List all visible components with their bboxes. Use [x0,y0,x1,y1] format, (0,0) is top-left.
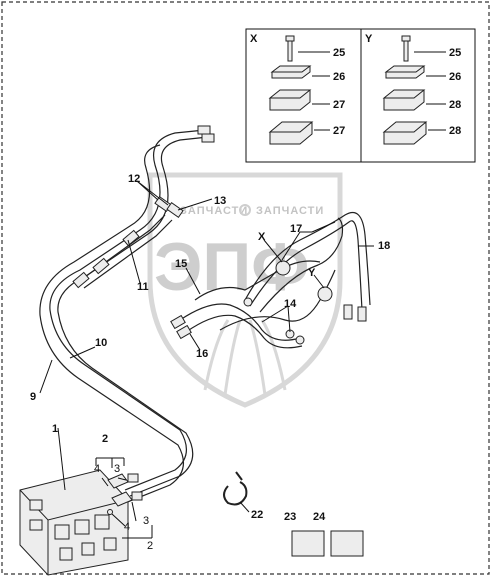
inset-panel: X Y 25 26 27 27 25 26 28 28 [245,28,476,163]
callout-16: 16 [196,348,208,360]
inset-left-plate-icon [270,65,312,79]
callout-2-bottom: 2 [147,540,153,552]
inset-left-callout-3: 27 [333,99,345,111]
connector-14-b-icon [295,335,305,345]
valve-block [19,469,129,576]
callout-17: 17 [290,223,302,235]
callout-1: 1 [52,423,58,435]
fitting-top-1-icon [197,125,211,135]
inset-right-callout-3: 28 [449,99,461,111]
hose-17 [244,211,371,306]
inset-left-clamp-upper-icon [268,89,312,111]
fitting-16-b-icon [176,324,192,340]
inset-left-bolt-icon [285,35,295,62]
callout-23: 23 [284,511,296,523]
seal-ring-icon [107,509,113,515]
nut-upper-icon [127,473,139,483]
connector-15-icon [243,297,253,307]
callout-24: 24 [313,511,326,523]
inset-left-clamp-lower-icon [268,121,314,145]
mark-y: Y [308,267,316,279]
hoses [39,129,371,504]
callout-15: 15 [175,258,187,270]
fitting-top-2-icon [201,133,215,143]
inset-right-clamp-upper-icon [382,89,426,111]
hose-16 [185,314,303,349]
hose-9-outer [39,144,185,504]
callout-4-top: 4 [94,463,100,475]
inset-right-callout-2: 26 [449,71,461,83]
fitting-18-a-icon [343,304,353,320]
fitting-11-c-icon [72,271,90,289]
callout-18: 18 [378,240,390,252]
hose-15-b [194,260,321,301]
inset-right-callout-4: 28 [449,125,461,137]
fittings [72,125,367,345]
clamp-x-icon [275,260,291,276]
part-23-box [291,530,325,557]
callout-3-bottom: 3 [143,515,149,527]
watermark-wheat-icon [203,319,287,396]
inset-left-callout-2: 26 [333,71,345,83]
callout-4-bottom: 4 [124,521,130,533]
nut-lower-icon [131,491,143,501]
part-24-box [330,530,364,557]
hose-10 [57,136,209,497]
callout-2-top: 2 [102,433,108,445]
clamp-y-icon [317,286,333,302]
inset-right-title: Y [365,33,373,45]
callout-11: 11 [137,281,149,293]
callout-22: 22 [251,509,263,521]
fitting-11-b-icon [92,257,110,275]
inset-right-callout-1: 25 [449,47,461,59]
callout-3-top: 3 [114,463,120,475]
callout-14: 14 [284,298,297,310]
fitting-11-a-icon [122,229,140,247]
inset-left-title: X [250,33,258,45]
clip-22-icon [223,471,248,506]
mark-x: X [258,231,266,243]
watermark-brand-left: ЗАПЧАСТИ [180,205,248,217]
inset-right-clamp-lower-icon [382,121,428,145]
hose-9 [49,129,206,491]
fitting-16-a-icon [170,314,186,330]
hose-15 [179,303,301,341]
watermark-brand-right: ЗАПЧАСТИ [256,205,324,217]
leader-lines [39,180,374,539]
inset-left-callout-1: 25 [333,47,345,59]
callout-13: 13 [214,195,226,207]
callout-12: 12 [128,173,140,185]
fitting-18-b-icon [357,306,367,322]
valve-block-body-icon [19,469,129,576]
hose-11-b [83,219,173,289]
callouts: 1 2 4 3 3 4 2 9 10 11 12 13 14 15 16 17 … [30,173,390,552]
adapters [107,473,143,515]
inset-right-plate-icon [384,65,426,79]
hose-14 [219,269,336,331]
watermark-gear-icon [239,204,251,216]
inset-left-callout-4: 27 [333,125,345,137]
inset-right-bolt-icon [401,35,411,62]
watermark-shield [147,172,343,408]
callout-10: 10 [95,337,107,349]
fitting-13-icon [166,202,184,218]
hose-17-b [259,217,344,313]
callout-9: 9 [30,391,36,403]
